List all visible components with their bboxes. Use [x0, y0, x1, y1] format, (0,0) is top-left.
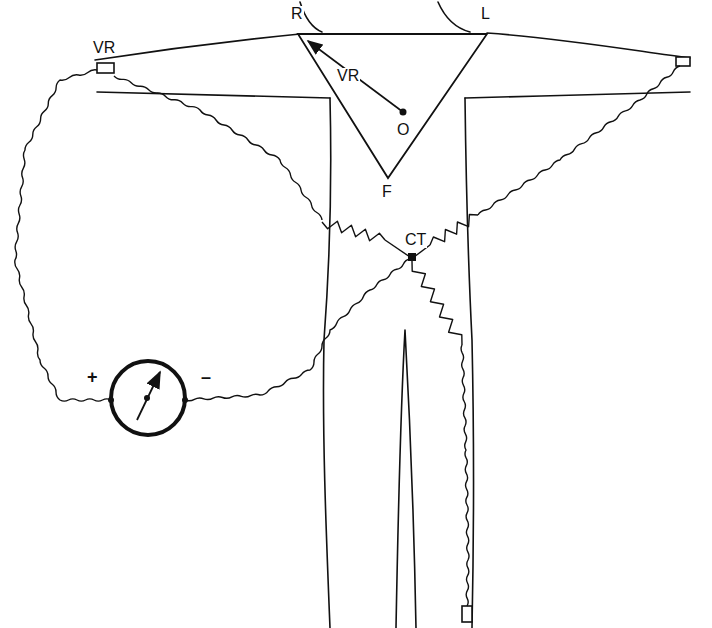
polarity-sign: –: [200, 368, 212, 386]
arm-outline: [97, 92, 330, 98]
terminal: [182, 397, 188, 403]
electrode: [462, 606, 472, 622]
arm-outline: [487, 33, 690, 58]
resistor-symbol: [430, 215, 478, 246]
central-terminal: [408, 253, 416, 261]
needle-pivot: [144, 395, 150, 401]
electrode: [97, 63, 114, 73]
resistor-symbol: [412, 261, 462, 345]
arm-outline: [95, 34, 300, 60]
vector-label: VR: [336, 68, 360, 84]
origin-dot: [400, 109, 407, 116]
terminal: [108, 397, 114, 403]
resistor-symbol: [322, 221, 385, 241]
lead-wire: [114, 76, 322, 220]
lead-wire: [478, 66, 680, 215]
vertex-label: L: [480, 6, 491, 22]
arm-outline: [465, 92, 690, 98]
body-outline: [323, 98, 330, 628]
einthoven-triangle: [298, 34, 487, 178]
leg-outline: [396, 330, 416, 628]
vertex-label: R: [290, 6, 304, 22]
neck-outline: [438, 2, 470, 32]
lead-wire: [461, 345, 469, 606]
terminal-label: CT: [404, 232, 427, 248]
origin-label: O: [396, 122, 410, 138]
galvanometer: [111, 361, 185, 435]
lead-vector: [308, 41, 403, 112]
lead-wire: [185, 259, 410, 401]
polarity-sign: +: [86, 368, 99, 386]
electrode: [676, 57, 690, 66]
galvanometer-needle: [137, 372, 160, 420]
vertex-label: F: [381, 184, 393, 200]
lead-wire: [15, 70, 111, 401]
electrode-label: VR: [92, 40, 116, 56]
